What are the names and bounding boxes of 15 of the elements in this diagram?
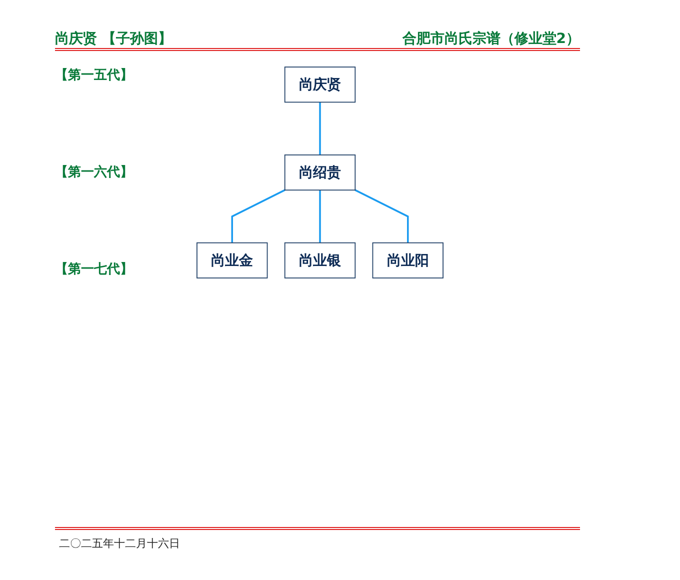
- node-box: 尚绍贵: [284, 154, 356, 191]
- node-box: 尚庆贤: [284, 66, 356, 103]
- connector: [354, 189, 409, 243]
- connector: [319, 102, 321, 155]
- node-box: 尚业金: [196, 242, 268, 278]
- page-title: 尚庆贤 【子孙图】: [55, 30, 172, 48]
- footer-date: 二〇二五年十二月十六日: [59, 536, 180, 551]
- generation-label: 【第一六代】: [55, 164, 133, 181]
- connector: [319, 190, 321, 243]
- node-box: 尚业阳: [372, 242, 444, 278]
- node-box: 尚业银: [284, 242, 356, 278]
- generation-label: 【第一五代】: [55, 67, 133, 84]
- connector: [231, 189, 286, 243]
- generation-label: 【第一七代】: [55, 261, 133, 278]
- header-text: 合肥市尚氏宗谱（修业堂2）: [402, 30, 580, 48]
